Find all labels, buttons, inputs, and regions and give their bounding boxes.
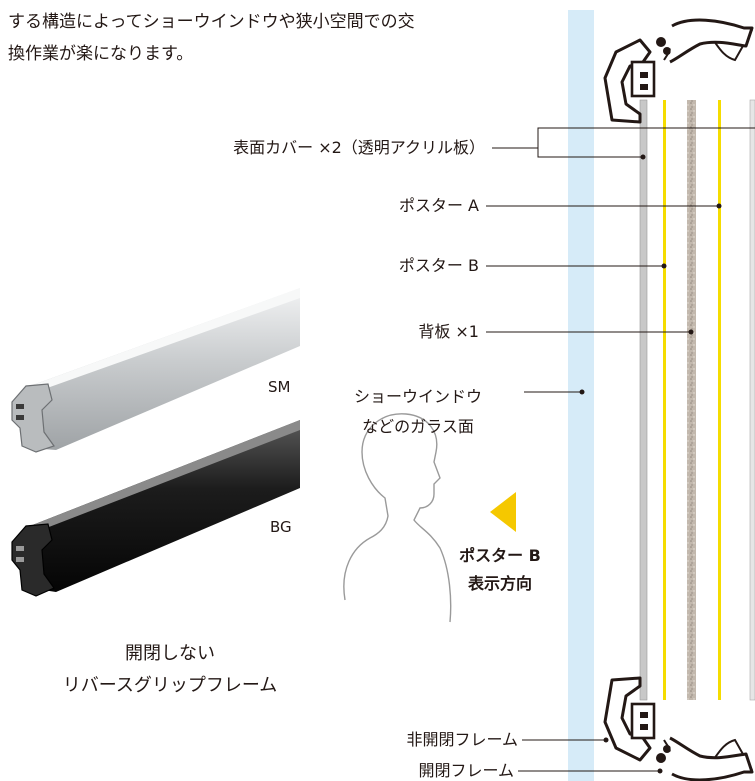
person-silhouette [343, 413, 452, 623]
front-cover-plate [639, 99, 648, 701]
backboard-label: 背板 ×1 [418, 322, 479, 341]
glass-label: ショーウインドウ などのガラス面 [318, 382, 518, 442]
top-frame-profile [603, 18, 754, 124]
intro-text: する構造によってショーウインドウや狭小空間での交 換作業が楽になります。 [8, 6, 415, 70]
caption-line-2: リバースグリップフレーム [62, 675, 278, 696]
black-finish-code: BG [270, 518, 292, 536]
glass-pane [568, 10, 594, 781]
poster-a-sheet [718, 100, 721, 700]
poster-a-label: ポスター A [398, 196, 479, 215]
silver-frame-photo [11, 288, 300, 453]
display-direction-arrow [490, 492, 516, 532]
opening-frame-label: 開閉フレーム [418, 761, 514, 780]
bottom-frame-profile [603, 676, 754, 781]
glass-label-line-2: などのガラス面 [362, 417, 474, 436]
poster-b-sheet [663, 100, 666, 700]
display-direction-line-2: 表示方向 [467, 574, 532, 593]
fixed-frame-label: 非開閉フレーム [406, 730, 518, 749]
poster-b-label: ポスター B [398, 256, 479, 275]
silver-finish-code: SM [268, 378, 291, 396]
cover-label: 表面カバー ×2（透明アクリル板） [233, 138, 485, 157]
intro-line-2: 換作業が楽になります。 [8, 44, 194, 64]
leader-cover [492, 127, 755, 149]
leader-cover-b [537, 148, 643, 158]
glass-label-line-1: ショーウインドウ [353, 387, 482, 406]
display-direction-label: ポスター B 表示方向 [440, 542, 560, 598]
display-direction-line-1: ポスター B [459, 546, 541, 565]
intro-line-1: する構造によってショーウインドウや狭小空間での交 [8, 12, 415, 32]
leader-dots [579, 154, 722, 774]
leader-lines [486, 127, 755, 772]
backboard-sheet [687, 100, 696, 700]
caption-line-1: 開閉しない [125, 643, 215, 664]
product-caption: 開閉しない リバースグリップフレーム [20, 638, 320, 702]
black-frame-photo [11, 420, 300, 597]
rear-cover-plate [749, 99, 755, 701]
